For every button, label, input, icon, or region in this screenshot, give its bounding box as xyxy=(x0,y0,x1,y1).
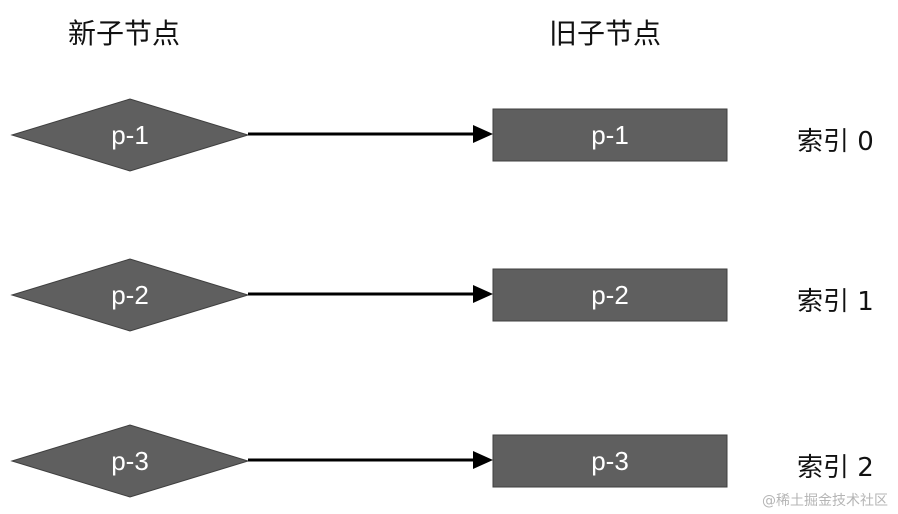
new-node-label-2: p-3 xyxy=(111,446,149,476)
index-label-2: 索引 2 xyxy=(797,453,874,483)
index-label-1: 索引 1 xyxy=(797,287,874,317)
new-node-label-0: p-1 xyxy=(111,120,149,150)
diagram-row-2: p-3 p-3 xyxy=(10,424,728,498)
index-label-0: 索引 0 xyxy=(797,127,874,157)
new-children-header: 新子节点 xyxy=(68,17,181,50)
watermark: @稀土掘金技术社区 xyxy=(762,493,888,509)
old-node-label-2: p-3 xyxy=(591,446,629,476)
old-node-rect-0 xyxy=(492,108,728,162)
old-node-rect-1 xyxy=(492,268,728,322)
diagram-row-0: p-1 p-1 xyxy=(10,98,728,172)
new-node-label-1: p-2 xyxy=(111,280,149,310)
old-children-header: 旧子节点 xyxy=(549,17,662,50)
old-node-label-0: p-1 xyxy=(591,120,629,150)
old-node-rect-2 xyxy=(492,434,728,488)
diagram-row-1: p-2 p-2 xyxy=(10,258,728,332)
old-node-label-1: p-2 xyxy=(591,280,629,310)
